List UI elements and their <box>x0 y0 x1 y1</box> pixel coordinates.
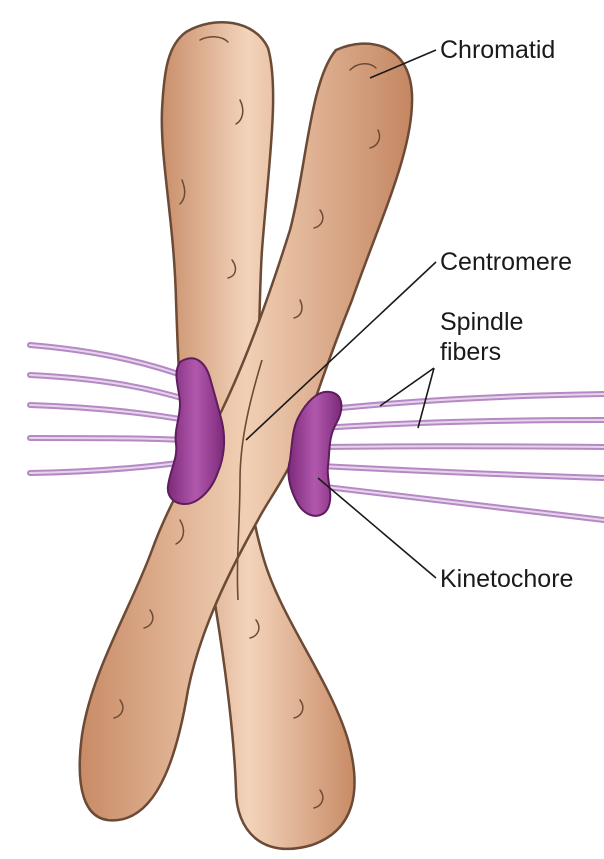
spindle-fiber <box>30 345 190 378</box>
spindle-fiber <box>30 462 186 473</box>
label-kinetochore: Kinetochore <box>440 565 573 594</box>
label-spindle-fibers-line2: fibers <box>440 338 501 367</box>
spindle-fiber <box>30 375 188 400</box>
label-centromere: Centromere <box>440 248 572 277</box>
label-spindle-fibers-line1: Spindle <box>440 308 523 337</box>
spindle-fiber <box>30 405 186 420</box>
spindle-fibers-right <box>318 394 604 520</box>
spindle-fibers-left-highlight <box>30 345 190 473</box>
spindle-fiber <box>320 394 604 410</box>
label-chromatid: Chromatid <box>440 36 555 65</box>
